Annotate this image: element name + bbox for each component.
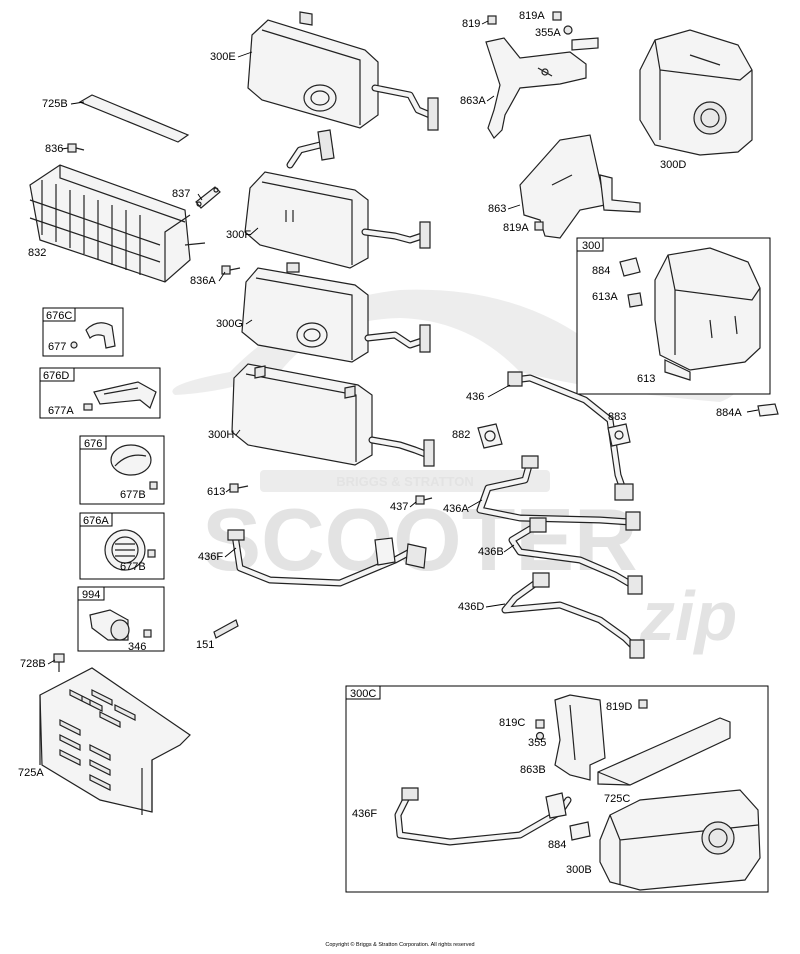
label-355: 355 (528, 737, 546, 749)
part-832-muffler-guard[interactable] (29, 164, 206, 283)
label-863B: 863B (520, 764, 546, 776)
box-300C[interactable]: 300C (345, 685, 769, 893)
part-436F-exhaust-pipe[interactable] (227, 529, 427, 587)
label-436F-box: 436F (352, 808, 377, 820)
part-613-bolt[interactable] (229, 483, 249, 493)
part-863-bracket[interactable] (519, 134, 641, 239)
label-837: 837 (172, 188, 190, 200)
box-676A[interactable]: 676A (79, 512, 165, 580)
box-label-994: 994 (82, 589, 100, 601)
box-label-300: 300 (582, 240, 600, 252)
label-884A: 884A (716, 407, 742, 419)
part-884A-clamp[interactable] (757, 403, 779, 417)
watermark-brand-small: BRIGGS & STRATTON (336, 474, 473, 489)
label-437: 437 (390, 501, 408, 513)
part-728B-screw[interactable] (53, 653, 65, 672)
label-884-box: 884 (548, 839, 566, 851)
label-300H: 300H (208, 429, 234, 441)
label-819: 819 (462, 18, 480, 30)
part-863A-bracket[interactable] (485, 37, 599, 139)
part-151-stud[interactable] (213, 619, 239, 639)
box-label-300C: 300C (350, 688, 376, 700)
label-677A: 677A (48, 405, 74, 417)
watermark-brand-large: SCOOTER (202, 490, 637, 589)
part-819A-screw-mid[interactable] (534, 221, 544, 231)
label-836A: 836A (190, 275, 216, 287)
label-613-box: 613 (637, 373, 655, 385)
label-677B-top: 677B (120, 489, 146, 501)
box-label-676C: 676C (46, 310, 72, 322)
label-836: 836 (45, 143, 63, 155)
label-884: 884 (592, 265, 610, 277)
part-300H-muffler[interactable] (231, 363, 435, 467)
box-label-676: 676 (84, 438, 102, 450)
watermark-brand-script: zip (639, 577, 737, 655)
label-819A-mid: 819A (503, 222, 529, 234)
watermark-banner (260, 470, 550, 492)
part-436D-exhaust-pipe[interactable] (501, 572, 645, 659)
part-837-clip[interactable] (195, 186, 221, 209)
box-300[interactable]: 300 (576, 237, 771, 395)
box-676C[interactable]: 676C (42, 307, 124, 357)
part-883-gasket[interactable] (607, 423, 631, 447)
label-300D: 300D (660, 159, 686, 171)
part-436-exhaust-pipe[interactable] (507, 371, 634, 501)
label-300F: 300F (226, 229, 251, 241)
label-882: 882 (452, 429, 470, 441)
label-677: 677 (48, 341, 66, 353)
label-436: 436 (466, 391, 484, 403)
part-882-gasket[interactable] (477, 423, 503, 449)
part-819-screw[interactable] (487, 15, 497, 25)
label-832: 832 (28, 247, 46, 259)
label-819A-top: 819A (519, 10, 545, 22)
label-436F: 436F (198, 551, 223, 563)
label-613A: 613A (592, 291, 618, 303)
part-437-bolt[interactable] (415, 495, 433, 505)
label-883: 883 (608, 411, 626, 423)
box-label-676A: 676A (83, 515, 109, 527)
part-836-screw[interactable] (67, 143, 85, 153)
label-355A: 355A (535, 27, 561, 39)
label-863: 863 (488, 203, 506, 215)
box-994[interactable]: 994 (77, 586, 165, 652)
label-300B: 300B (566, 864, 592, 876)
label-436A: 436A (443, 503, 469, 515)
label-300E: 300E (210, 51, 236, 63)
copyright-notice: Copyright © Briggs & Stratton Corporatio… (325, 942, 475, 948)
label-725B: 725B (42, 98, 68, 110)
box-label-676D: 676D (43, 370, 69, 382)
part-725B-heat-shield-strip[interactable] (78, 94, 190, 143)
part-725A-heat-shield[interactable] (39, 667, 191, 815)
label-725C: 725C (604, 793, 630, 805)
label-677B-bottom: 677B (120, 561, 146, 573)
part-300F-muffler[interactable] (244, 129, 431, 269)
label-436D: 436D (458, 601, 484, 613)
label-300G: 300G (216, 318, 243, 330)
part-436A-exhaust-pipe[interactable] (476, 455, 641, 531)
label-613: 613 (207, 486, 225, 498)
label-728B: 728B (20, 658, 46, 670)
label-819C: 819C (499, 717, 525, 729)
leader-lines (47, 20, 759, 665)
label-819D: 819D (606, 701, 632, 713)
part-300D-muffler[interactable] (639, 29, 753, 156)
label-436B: 436B (478, 546, 504, 558)
label-346: 346 (128, 641, 146, 653)
part-836A-screw[interactable] (221, 265, 241, 275)
label-151: 151 (196, 639, 214, 651)
box-676D[interactable]: 676D (39, 367, 161, 419)
part-300E-muffler[interactable] (247, 11, 439, 131)
label-863A: 863A (460, 95, 486, 107)
part-436B-exhaust-pipe[interactable] (508, 517, 643, 595)
part-300G-muffler[interactable] (241, 262, 431, 363)
label-725A: 725A (18, 767, 44, 779)
part-819A-screw-top[interactable] (552, 11, 562, 21)
box-676[interactable]: 676 (79, 435, 165, 505)
part-355A-washer[interactable] (563, 25, 573, 35)
